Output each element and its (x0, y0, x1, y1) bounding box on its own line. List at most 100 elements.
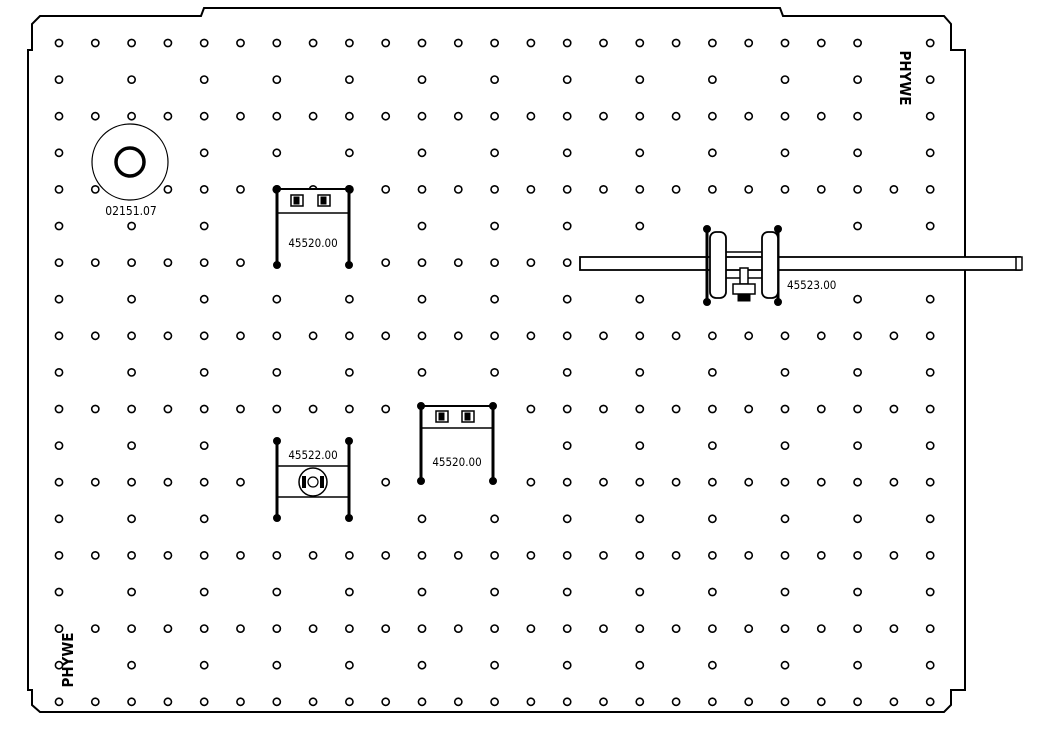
board-hole (780, 331, 790, 341)
board-hole (780, 587, 790, 597)
board-hole (163, 184, 173, 194)
board-hole (90, 184, 100, 194)
board-hole (417, 331, 427, 341)
board-hole (199, 38, 209, 48)
board-hole (671, 697, 681, 707)
board-hole (308, 111, 318, 121)
board-hole (54, 367, 64, 377)
board-hole (889, 624, 899, 633)
board-hole (853, 148, 862, 158)
lamp-component (91, 123, 169, 201)
board-hole (127, 331, 136, 341)
board-hole (417, 697, 427, 707)
board-hole (562, 697, 572, 707)
board-hole (708, 441, 717, 450)
board-hole (526, 111, 536, 121)
board-hole (344, 697, 354, 707)
board-hole (562, 587, 572, 597)
board-hole (816, 331, 826, 341)
board-hole (853, 294, 862, 304)
board-hole (599, 551, 608, 560)
holder-label-1: 45520.00 (288, 236, 337, 250)
board-hole (889, 331, 899, 341)
board-hole (562, 331, 572, 341)
board-hole (925, 514, 935, 524)
board-hole (526, 184, 536, 194)
board-hole (308, 624, 318, 633)
board-hole (490, 184, 499, 194)
board-hole (562, 75, 572, 84)
board-hole (925, 331, 935, 341)
board-hole (199, 624, 209, 633)
board-hole (272, 587, 282, 597)
board-hole (54, 221, 64, 231)
board-hole (236, 697, 245, 707)
board-hole (127, 294, 136, 304)
board-hole (127, 551, 136, 560)
board-hole (889, 184, 899, 194)
board-hole (127, 221, 136, 231)
board-hole (780, 111, 790, 121)
board-hole (381, 404, 391, 414)
board-hole (635, 294, 645, 304)
board-hole (925, 367, 935, 377)
board-hole (599, 624, 608, 633)
board-hole (417, 514, 427, 524)
board-hole (853, 184, 862, 194)
board-hole (562, 477, 572, 487)
board-hole (708, 111, 717, 121)
board-hole (853, 697, 862, 707)
board-hole (780, 184, 790, 194)
board-hole (526, 38, 536, 48)
board-hole (925, 551, 935, 560)
board-hole (635, 624, 645, 633)
board-hole (853, 331, 862, 341)
board-hole (490, 331, 499, 341)
board-hole (853, 111, 862, 121)
board-hole (490, 697, 499, 707)
board-hole (272, 404, 282, 414)
board-hole (708, 184, 717, 194)
board-hole (599, 38, 608, 48)
board-hole (780, 551, 790, 560)
board-hole (54, 38, 64, 48)
board-hole (236, 624, 245, 633)
board-hole (344, 551, 354, 560)
board-hole (526, 258, 536, 267)
board-hole (127, 38, 136, 48)
board-hole (417, 294, 427, 304)
board-hole (199, 75, 209, 84)
board-hole (490, 258, 499, 267)
board-hole (708, 38, 717, 48)
board-hole (344, 660, 354, 670)
board-hole (635, 331, 645, 341)
board-hole (490, 221, 499, 231)
board-hole (236, 184, 245, 194)
board-hole (417, 624, 427, 633)
board-hole (344, 38, 354, 48)
board-hole (127, 111, 136, 121)
board-hole (708, 75, 717, 84)
board-hole (199, 294, 209, 304)
board-hole (562, 148, 572, 158)
board-hole (54, 294, 64, 304)
board-hole (780, 697, 790, 707)
brand-label-bottom: PHYWE (59, 632, 77, 687)
board-hole (925, 221, 935, 231)
board-hole (344, 331, 354, 341)
board-hole (490, 148, 499, 158)
board-hole (925, 148, 935, 158)
board-hole (671, 184, 681, 194)
board-hole (54, 697, 64, 707)
board-hole (417, 75, 427, 84)
board-hole (199, 551, 209, 560)
board-hole (344, 367, 354, 377)
board-hole (889, 551, 899, 560)
board-hole (853, 221, 862, 231)
board-hole (308, 551, 318, 560)
board-hole (417, 660, 427, 670)
board-hole (708, 477, 717, 487)
board-hole (54, 624, 64, 633)
hole-grid (54, 38, 935, 707)
board-hole (272, 551, 282, 560)
